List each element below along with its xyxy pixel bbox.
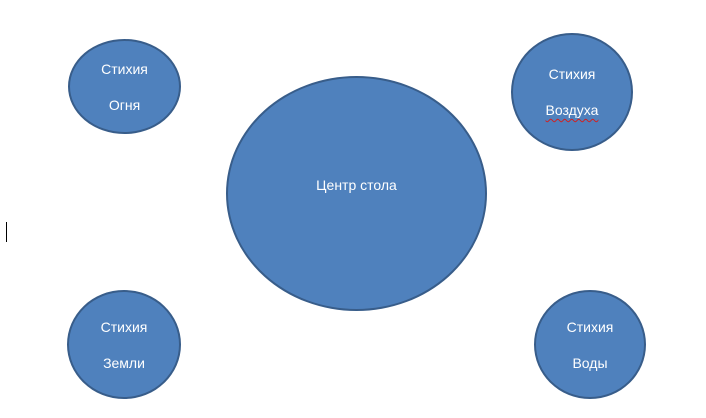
table-center-circle[interactable]: Центр стола xyxy=(226,76,487,311)
earth-element-circle[interactable]: Стихия Земли xyxy=(67,290,181,399)
fire-line1: Стихия xyxy=(101,60,148,77)
air-element-circle[interactable]: Стихия Воздуха xyxy=(511,33,633,151)
water-line1: Стихия xyxy=(566,318,614,335)
text-cursor xyxy=(6,222,7,242)
fire-element-circle[interactable]: Стихия Огня xyxy=(68,39,181,134)
water-line2: Воды xyxy=(572,354,608,371)
earth-line2: Земли xyxy=(103,354,145,371)
earth-line1: Стихия xyxy=(100,318,148,335)
center-label: Центр стола xyxy=(316,177,397,193)
air-line2: Воздуха xyxy=(545,102,599,118)
air-line1: Стихия xyxy=(548,66,596,82)
fire-line2: Огня xyxy=(108,96,141,113)
water-element-circle[interactable]: Стихия Воды xyxy=(534,290,646,399)
